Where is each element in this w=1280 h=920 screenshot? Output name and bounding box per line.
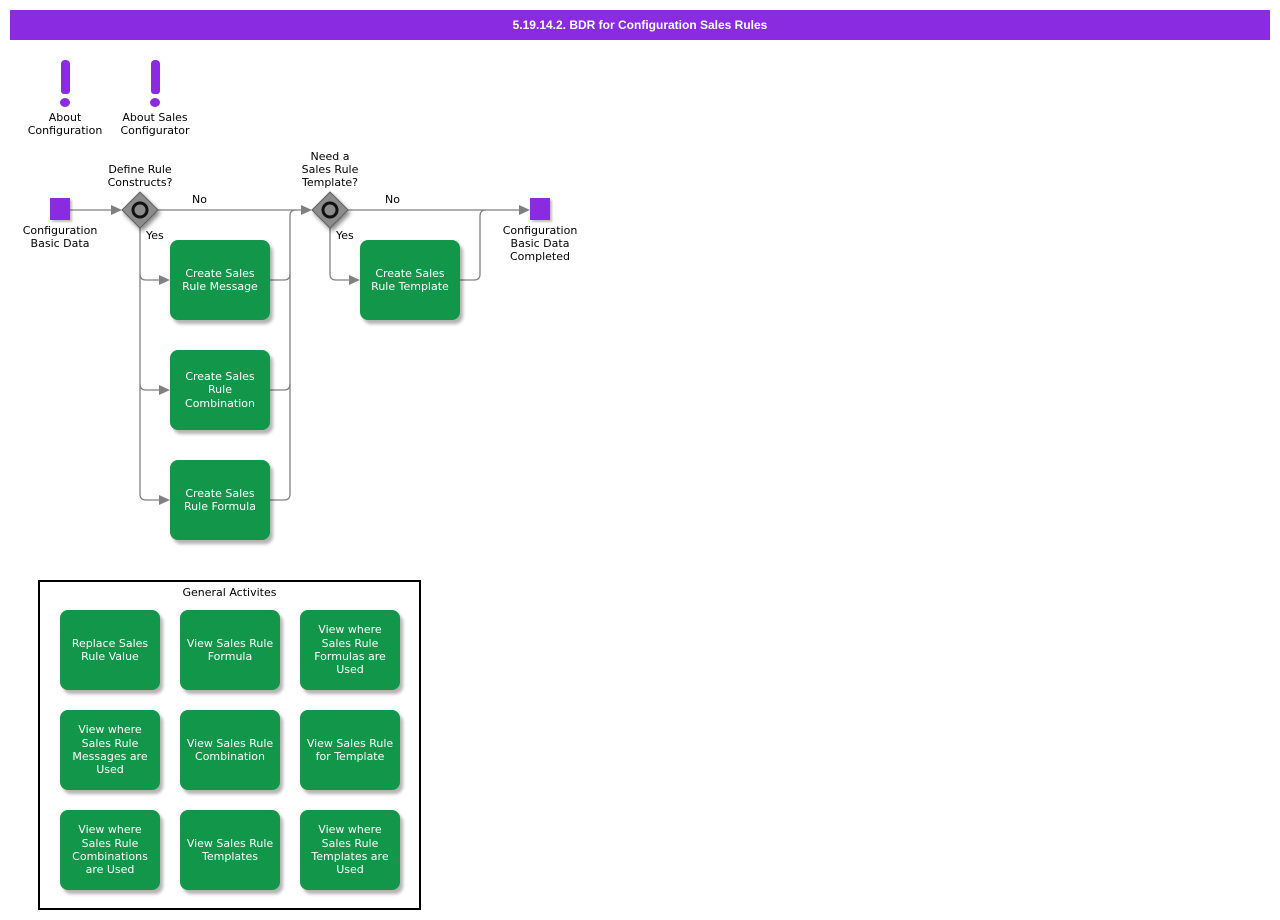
general-activities-title: General Activites: [182, 586, 277, 599]
edge-label-yes: Yes: [336, 229, 354, 242]
gateway-icon: [321, 201, 339, 219]
title-bar: 5.19.14.2. BDR for Configuration Sales R…: [10, 10, 1270, 40]
decision-define-rule-constructs-gateway: [121, 191, 159, 229]
activity-view-sales-rule-for-template[interactable]: View Sales Rule for Template: [300, 710, 400, 790]
edge-label-no: No: [385, 193, 400, 206]
activity-view-where-sales-rule-formulas-are-used[interactable]: View where Sales Rule Formulas are Used: [300, 610, 400, 690]
start-event-square: [50, 198, 70, 220]
exclamation-icon: [110, 60, 200, 107]
end-event-square: [530, 198, 550, 220]
start-event-label: Configuration Basic Data: [22, 224, 98, 251]
task-create-sales-rule-template[interactable]: Create Sales Rule Template: [360, 240, 460, 320]
activity-view-sales-rule-templates[interactable]: View Sales Rule Templates: [180, 810, 280, 890]
activity-view-sales-rule-combination[interactable]: View Sales Rule Combination: [180, 710, 280, 790]
task-create-sales-rule-message[interactable]: Create Sales Rule Message: [170, 240, 270, 320]
end-event-label: Configuration Basic Data Completed: [502, 224, 578, 264]
about-configuration-label: About Configuration: [27, 111, 103, 138]
exclamation-icon: [20, 60, 110, 107]
about-sales-configurator-link[interactable]: About Sales Configurator: [110, 60, 200, 137]
activity-view-where-sales-rule-combinations-are-used[interactable]: View where Sales Rule Combinations are U…: [60, 810, 160, 890]
about-configuration-link[interactable]: About Configuration: [20, 60, 110, 137]
activity-view-sales-rule-formula[interactable]: View Sales Rule Formula: [180, 610, 280, 690]
activity-view-where-sales-rule-templates-are-used[interactable]: View where Sales Rule Templates are Used: [300, 810, 400, 890]
activity-view-where-sales-rule-messages-are-used[interactable]: View where Sales Rule Messages are Used: [60, 710, 160, 790]
gateway-icon: [131, 201, 149, 219]
edge-label-yes: Yes: [146, 229, 164, 242]
edge-label-no: No: [192, 193, 207, 206]
decision-define-rule-constructs-label: Define Rule Constructs?: [107, 163, 173, 190]
task-create-sales-rule-formula[interactable]: Create Sales Rule Formula: [170, 460, 270, 540]
decision-need-sales-rule-template-label: Need a Sales Rule Template?: [301, 150, 359, 190]
about-sales-configurator-label: About Sales Configurator: [120, 111, 190, 138]
decision-need-sales-rule-template-gateway: [311, 191, 349, 229]
activity-replace-sales-rule-value[interactable]: Replace Sales Rule Value: [60, 610, 160, 690]
task-create-sales-rule-combination[interactable]: Create Sales Rule Combination: [170, 350, 270, 430]
